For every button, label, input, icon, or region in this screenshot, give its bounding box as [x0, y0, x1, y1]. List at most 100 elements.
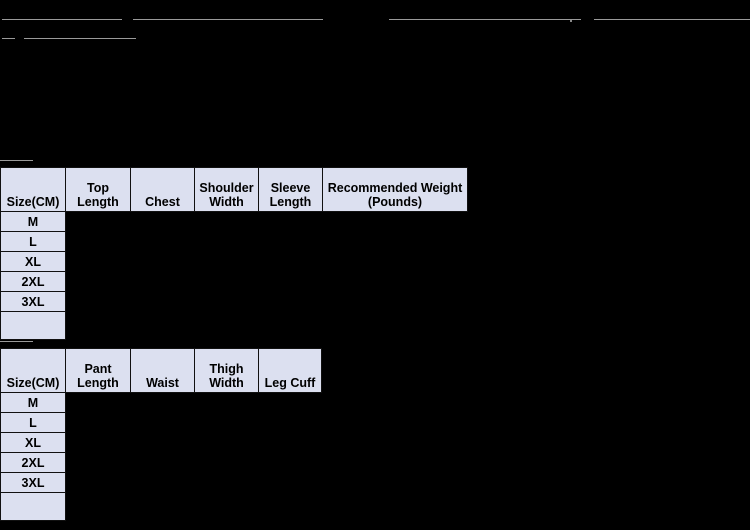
- header-line: Length: [269, 195, 312, 209]
- cell-size: XL: [0, 251, 66, 272]
- cell-thigh-width: [194, 452, 259, 473]
- cell-pant-length: [65, 412, 131, 433]
- cell-chest: [130, 251, 195, 272]
- header-line: Size(CM): [6, 195, 60, 209]
- cell-top-length: [65, 231, 131, 252]
- top-link-strip: [0, 0, 750, 150]
- top-wear-table-caption: [0, 160, 33, 161]
- link-separator-dot: [570, 20, 572, 22]
- cell-chest: [130, 271, 195, 292]
- header-line: Sleeve: [270, 181, 311, 195]
- cell-recommended-weight: [322, 291, 468, 312]
- table-row: M: [0, 392, 322, 413]
- link-3[interactable]: [389, 19, 581, 20]
- cell-leg-cuff: [258, 492, 322, 521]
- link-4[interactable]: [594, 19, 750, 20]
- header-line: Chest: [145, 195, 180, 209]
- cell-leg-cuff: [258, 472, 322, 493]
- cell-pant-length: [65, 472, 131, 493]
- header-line: Width: [209, 195, 244, 209]
- cell-size: 3XL: [0, 291, 66, 312]
- column-header-leg-cuff: Leg Cuff: [258, 348, 322, 393]
- cell-top-length: [65, 311, 131, 340]
- header-line: Recommended Weight: [327, 181, 463, 195]
- cell-sleeve-length: [258, 211, 323, 232]
- cell-pant-length: [65, 432, 131, 453]
- table-row: XL: [0, 432, 322, 453]
- column-header-chest: Chest: [130, 167, 195, 212]
- table-row: 2XL: [0, 452, 322, 473]
- column-header-shoulder-width: Shoulder Width: [194, 167, 259, 212]
- header-line: Pant: [84, 362, 112, 376]
- header-line: Width: [209, 376, 244, 390]
- header-line: Thigh: [209, 362, 244, 376]
- link-2[interactable]: [133, 19, 323, 20]
- bottom-wear-table-caption: [0, 341, 33, 342]
- cell-shoulder-width: [194, 311, 259, 340]
- cell-size: 2XL: [0, 271, 66, 292]
- cell-size: 3XL: [0, 472, 66, 493]
- link-1[interactable]: [2, 19, 122, 20]
- cell-sleeve-length: [258, 251, 323, 272]
- cell-size: [0, 311, 66, 340]
- cell-sleeve-length: [258, 291, 323, 312]
- cell-size: M: [0, 211, 66, 232]
- cell-size: L: [0, 231, 66, 252]
- column-header-top-length: Top Length: [65, 167, 131, 212]
- cell-size: XL: [0, 432, 66, 453]
- cell-size: 2XL: [0, 452, 66, 473]
- cell-leg-cuff: [258, 452, 322, 473]
- header-line: Waist: [146, 376, 179, 390]
- cell-leg-cuff: [258, 392, 322, 413]
- cell-size: M: [0, 392, 66, 413]
- table-row: 3XL: [0, 472, 322, 493]
- header-line: Length: [77, 195, 119, 209]
- cell-thigh-width: [194, 412, 259, 433]
- cell-top-length: [65, 291, 131, 312]
- cell-thigh-width: [194, 472, 259, 493]
- cell-waist: [130, 432, 195, 453]
- cell-top-length: [65, 271, 131, 292]
- cell-chest: [130, 211, 195, 232]
- size-chart-table-top-wear: Size(CM) Top Length Chest Shoulder Width…: [0, 167, 468, 340]
- table-header-row: Size(CM) Top Length Chest Shoulder Width…: [0, 167, 468, 212]
- table-row: L: [0, 231, 468, 252]
- cell-shoulder-width: [194, 231, 259, 252]
- cell-shoulder-width: [194, 251, 259, 272]
- table-row: [0, 311, 468, 340]
- column-header-waist: Waist: [130, 348, 195, 393]
- cell-shoulder-width: [194, 291, 259, 312]
- link-7[interactable]: [2, 38, 15, 39]
- header-line: (Pounds): [367, 195, 423, 209]
- cell-pant-length: [65, 492, 131, 521]
- cell-waist: [130, 492, 195, 521]
- cell-top-length: [65, 251, 131, 272]
- column-header-recommended-weight: Recommended Weight (Pounds): [322, 167, 468, 212]
- cell-shoulder-width: [194, 271, 259, 292]
- cell-size: [0, 492, 66, 521]
- cell-recommended-weight: [322, 251, 468, 272]
- cell-leg-cuff: [258, 432, 322, 453]
- table-row: [0, 492, 322, 521]
- cell-sleeve-length: [258, 271, 323, 292]
- column-header-sleeve-length: Sleeve Length: [258, 167, 323, 212]
- cell-thigh-width: [194, 492, 259, 521]
- cell-waist: [130, 392, 195, 413]
- link-8[interactable]: [24, 38, 136, 39]
- table-row: 2XL: [0, 271, 468, 292]
- column-header-thigh-width: Thigh Width: [194, 348, 259, 393]
- cell-sleeve-length: [258, 311, 323, 340]
- column-header-pant-length: Pant Length: [65, 348, 131, 393]
- table-row: M: [0, 211, 468, 232]
- cell-waist: [130, 472, 195, 493]
- cell-sleeve-length: [258, 231, 323, 252]
- cell-recommended-weight: [322, 311, 468, 340]
- column-header-size: Size(CM): [0, 348, 66, 393]
- header-line: Top: [87, 181, 109, 195]
- size-chart-table-bottom-wear: Size(CM) Pant Length Waist Thigh Width L…: [0, 348, 322, 521]
- table-row: L: [0, 412, 322, 433]
- cell-shoulder-width: [194, 211, 259, 232]
- column-header-size: Size(CM): [0, 167, 66, 212]
- cell-chest: [130, 231, 195, 252]
- cell-pant-length: [65, 452, 131, 473]
